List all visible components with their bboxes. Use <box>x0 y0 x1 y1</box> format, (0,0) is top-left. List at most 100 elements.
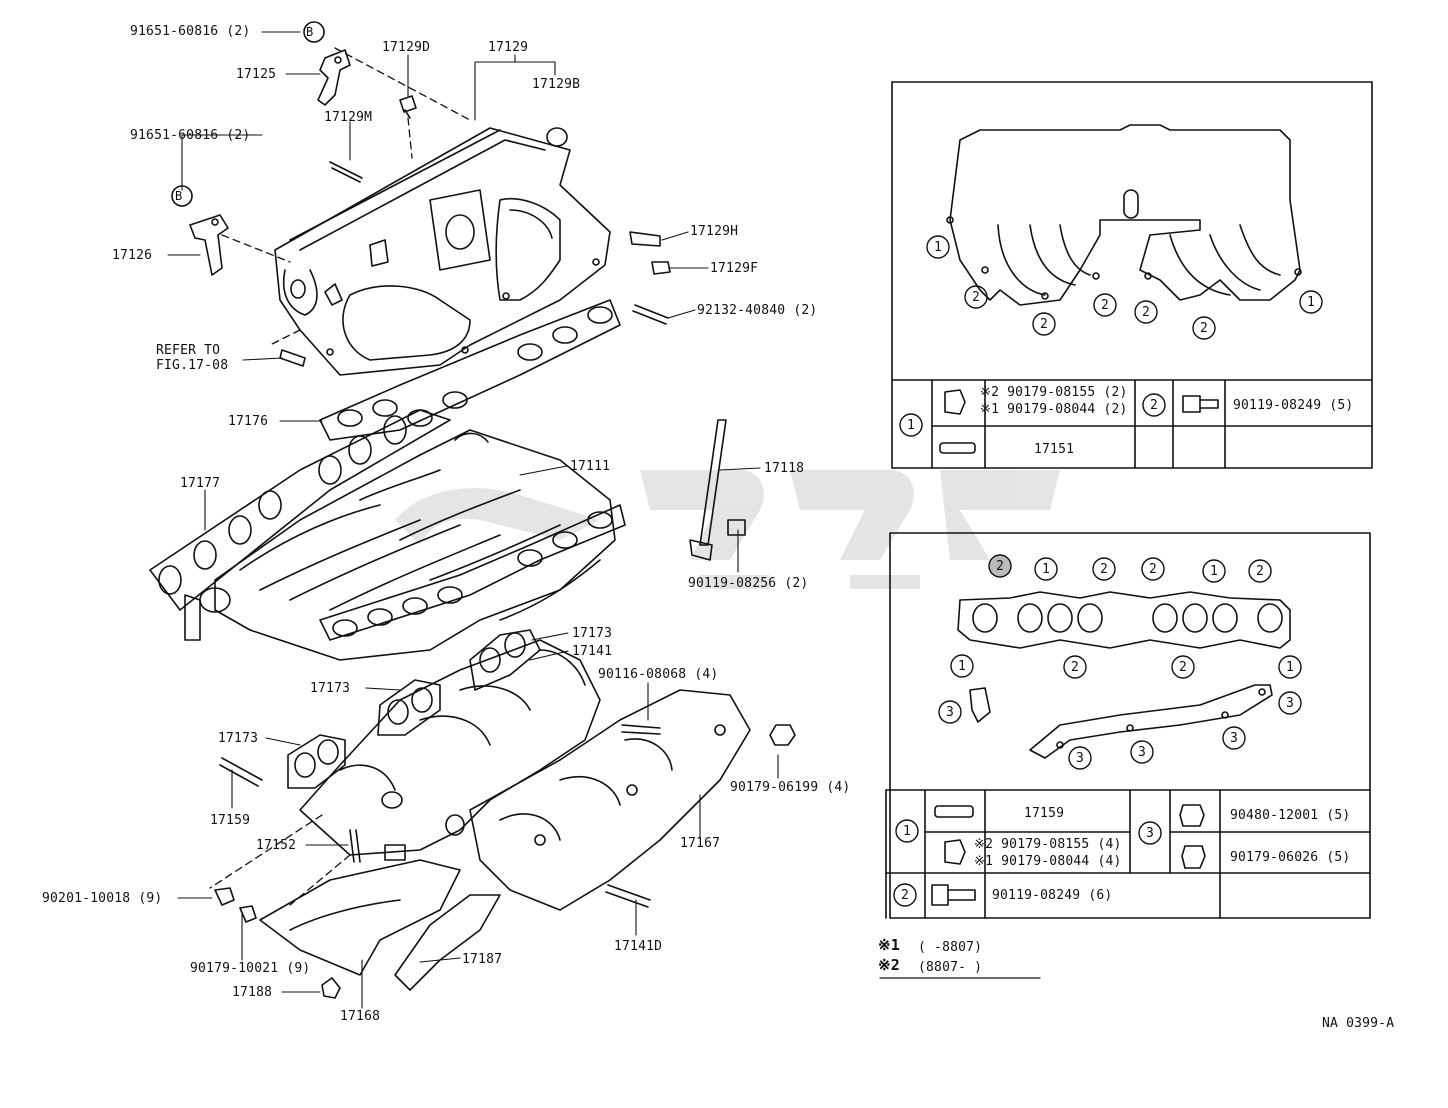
p2-table-key-3: 3 <box>1146 826 1155 841</box>
marker-b-top <box>303 21 325 43</box>
panel-1-gasket-view <box>891 81 1373 469</box>
plug-17129b <box>546 127 568 147</box>
marker-b-left <box>171 185 193 207</box>
label-17129d: 17129D <box>382 40 431 55</box>
label-90179-10021: 90179-10021 (9) <box>190 961 311 976</box>
p2-table-key-1: 1 <box>903 824 912 839</box>
insulator-17168 <box>259 859 461 976</box>
p1-table-90179-08044: ※1 90179-08044 (2) <box>980 402 1128 417</box>
gasket-17173-a <box>469 629 541 691</box>
label-17141: 17141 <box>572 644 613 659</box>
label-17125: 17125 <box>236 67 277 82</box>
p1-circle-2d: 2 <box>1142 305 1151 320</box>
plug-17129f <box>651 261 671 275</box>
p2-bracket-circle-5: 3 <box>1076 751 1085 766</box>
nut-90179-10021 <box>239 905 257 923</box>
panel-2-gasket-view <box>885 532 1371 919</box>
bracket-17126 <box>189 214 229 276</box>
bolt-17129d <box>399 95 417 119</box>
label-17173-c: 17173 <box>218 731 259 746</box>
p1-table-90119-08249: 90119-08249 (5) <box>1233 398 1354 413</box>
label-90119-08256: 90119-08256 (2) <box>688 576 809 591</box>
note-2-text: (8807- ) <box>918 960 983 975</box>
gasket-17173-b <box>377 679 441 736</box>
label-17129b: 17129B <box>532 77 581 92</box>
p1-table-key-1: 1 <box>907 418 916 433</box>
p2-bottom-circle-4: 1 <box>1286 660 1295 675</box>
p1-circle-2b: 2 <box>1040 317 1049 332</box>
bracket-17188 <box>321 977 341 999</box>
p2-top-circle-2: 1 <box>1042 562 1051 577</box>
p1-circle-2c: 2 <box>1101 298 1110 313</box>
stud-90116 <box>621 724 661 735</box>
label-17168: 17168 <box>340 1009 381 1024</box>
p1-circle-2e: 2 <box>1200 321 1209 336</box>
p2-bottom-circle-2: 2 <box>1071 660 1080 675</box>
gasket-17176 <box>319 299 621 441</box>
p2-bracket-circle-2: 3 <box>1286 696 1295 711</box>
p1-table-17151: 17151 <box>1034 442 1075 457</box>
p2-top-circle-1: 2 <box>996 559 1005 574</box>
label-90116: 90116-08068 (4) <box>598 667 719 682</box>
p1-circle-2a: 2 <box>972 290 981 305</box>
p2-table-17159: 17159 <box>1024 806 1065 821</box>
reference-code: NA 0399-A <box>1322 1016 1395 1031</box>
label-17129: 17129 <box>488 40 529 55</box>
label-17173-a: 17173 <box>572 626 613 641</box>
p2-table-90480-12001: 90480-12001 (5) <box>1230 808 1351 823</box>
bracket-17125 <box>317 49 351 106</box>
intake-plenum-17129 <box>274 127 611 376</box>
label-90179-06199: 90179-06199 (4) <box>730 780 851 795</box>
p1-circle-1b: 1 <box>1307 295 1316 310</box>
label-17126: 17126 <box>112 248 153 263</box>
p2-bracket-circle-3: 3 <box>1230 731 1239 746</box>
label-refer-line1: REFER TO <box>156 343 221 358</box>
label-17129f: 17129F <box>710 261 759 276</box>
p2-bottom-circle-3: 2 <box>1179 660 1188 675</box>
label-17129h: 17129H <box>690 224 739 239</box>
stay-17118 <box>689 419 746 561</box>
label-92132: 92132-40840 (2) <box>697 303 818 318</box>
stud-92132 <box>632 304 669 325</box>
label-17118: 17118 <box>764 461 805 476</box>
label-17173-b: 17173 <box>310 681 351 696</box>
exhaust-manifold-17141 <box>299 639 601 861</box>
marker-b-left-label: B <box>175 189 183 203</box>
note-2-mark: ※2 <box>878 956 900 974</box>
p2-bracket-circle-1: 3 <box>946 705 955 720</box>
stud-17129m <box>329 161 363 183</box>
p1-table-90179-08155: ※2 90179-08155 (2) <box>980 385 1128 400</box>
sensor-refer <box>279 349 306 367</box>
nut-90179-06199 <box>769 724 796 746</box>
p2-top-circle-5: 1 <box>1210 564 1219 579</box>
label-17176: 17176 <box>228 414 269 429</box>
stud-17159 <box>219 757 263 787</box>
p2-table-key-2: 2 <box>901 888 910 903</box>
note-1-text: ( -8807) <box>918 940 983 955</box>
p2-top-circle-6: 2 <box>1256 564 1265 579</box>
p1-table-key-2: 2 <box>1150 398 1159 413</box>
p2-table-90179-08155: ※2 90179-08155 (4) <box>974 837 1122 852</box>
marker-b-top-label: B <box>306 25 314 39</box>
gasket-front <box>319 504 626 641</box>
label-90201: 90201-10018 (9) <box>42 891 163 906</box>
label-17129m: 17129M <box>324 110 373 125</box>
p2-table-90179-08044: ※1 90179-08044 (4) <box>974 854 1122 869</box>
p2-table-90119-08249: 90119-08249 (6) <box>992 888 1113 903</box>
note-1-mark: ※1 <box>878 936 900 954</box>
label-17188: 17188 <box>232 985 273 1000</box>
heat-insulator-17167 <box>469 689 751 911</box>
label-17187: 17187 <box>462 952 503 967</box>
p2-bottom-circle-1: 1 <box>958 659 967 674</box>
bolt-17129h <box>629 231 661 247</box>
label-17159: 17159 <box>210 813 251 828</box>
stud-17141d <box>605 884 651 908</box>
label-17177: 17177 <box>180 476 221 491</box>
p2-bracket-circle-4: 3 <box>1138 745 1147 760</box>
label-91651-left: 91651-60816 (2) <box>130 128 251 143</box>
p1-circle-1a: 1 <box>934 240 943 255</box>
intake-manifold-17111 <box>184 429 616 661</box>
label-17167: 17167 <box>680 836 721 851</box>
